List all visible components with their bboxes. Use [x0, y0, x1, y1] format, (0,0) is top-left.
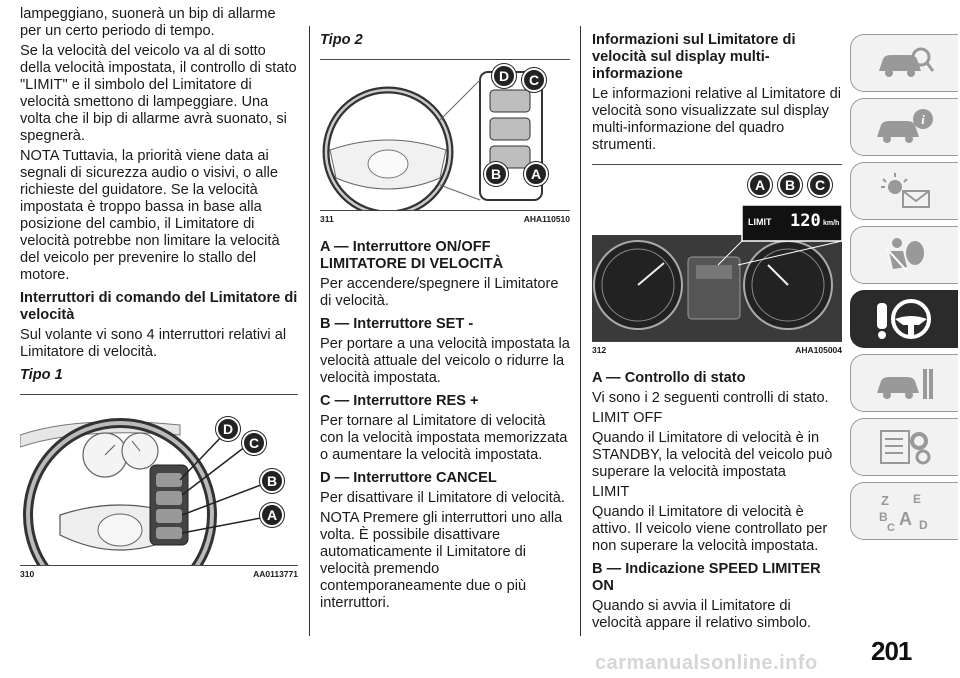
subheading-tipo-2: Tipo 2 [320, 32, 363, 48]
svg-text:i: i [921, 112, 925, 127]
figure-number: 310 [20, 569, 35, 579]
chapter-navigation: i [850, 34, 960, 546]
note-paragraph: NOTA Premere gli interruttori uno alla v… [320, 510, 563, 611]
callout-c: C [808, 173, 832, 197]
car-tools-icon [876, 369, 933, 399]
car-search-icon [878, 47, 934, 77]
column-divider [580, 26, 581, 636]
column-divider [309, 26, 310, 636]
callout-b: B [260, 469, 284, 493]
figure-code: AHA110510 [523, 214, 570, 224]
callout-b: B [778, 173, 802, 197]
figure-code: AA0113771 [253, 569, 298, 579]
figure-311: D C B A [320, 59, 570, 211]
nav-tab-warning-lights[interactable] [850, 162, 958, 220]
figure-310: D C B A [20, 394, 298, 566]
figure-caption: 310 AA0113771 [20, 566, 298, 580]
section-heading: Interruttori di comando del Limitatore d… [20, 290, 298, 323]
checklist-gears-icon [879, 430, 930, 465]
warning-light-message-icon [880, 173, 930, 208]
nav-tab-starting-driving[interactable] [850, 290, 958, 348]
column-1: lampeggiano, suonerà un bip di allarme p… [20, 0, 298, 580]
paragraph: Quando si avvia il Limitatore di velocit… [592, 598, 812, 631]
nav-tab-vehicle-search[interactable] [850, 34, 958, 92]
callout-a: A [524, 162, 548, 186]
section-heading: Informazioni sul Limitatore di velocità … [592, 32, 796, 82]
airbag-seatbelt-icon [885, 238, 924, 272]
figure-312: LIMIT 120 km/h A B C [592, 164, 842, 342]
instrument-cluster-illustration [592, 204, 842, 341]
key-steering-wheel-icon [876, 299, 931, 339]
car-info-icon: i [876, 109, 933, 143]
callout-d: D [216, 417, 240, 441]
nav-tab-index[interactable]: Z E B A C D [850, 482, 958, 540]
figure-number: 312 [592, 345, 607, 355]
switch-a-text: Per accendere/spegnere il Limitatore di … [320, 276, 559, 309]
figure-code: AHA105004 [795, 345, 842, 355]
callout-a: A [260, 503, 284, 527]
status-limit: LIMIT [592, 484, 630, 500]
subheading-tipo-1: Tipo 1 [20, 367, 63, 383]
switch-b-heading: B — Interruttore SET - [320, 316, 474, 332]
nav-tab-vehicle-info[interactable]: i [850, 98, 958, 156]
figure-number: 311 [320, 214, 334, 224]
callout-b: B [484, 162, 508, 186]
svg-text:E: E [913, 492, 921, 506]
status-limit-off: LIMIT OFF [592, 410, 663, 426]
svg-text:B: B [879, 510, 888, 524]
paragraph: Quando il Limitatore di velocità è attiv… [592, 504, 828, 554]
switch-c-text: Per tornare al Limitatore di velocità co… [320, 413, 568, 463]
callout-c: C [522, 68, 546, 92]
alphabet-index-icon: Z E B A C D [879, 492, 928, 533]
status-heading: A — Controllo di stato [592, 370, 746, 386]
svg-text:D: D [919, 518, 928, 532]
note-paragraph: NOTA Tuttavia, la priorità viene data ai… [20, 148, 280, 283]
paragraph: Vi sono i 2 seguenti controlli di stato. [592, 390, 829, 406]
display-speed: 120 [790, 211, 821, 231]
svg-text:C: C [887, 522, 895, 533]
paragraph: Le informazioni relative al Limitatore d… [592, 86, 842, 153]
figure-caption: 311 AHA110510 [320, 211, 570, 225]
display-limit-label: LIMIT [748, 217, 772, 227]
column-2: Tipo 2 D C B A 311 AHA110510 A — Interru… [320, 0, 570, 615]
switch-c-heading: C — Interruttore RES + [320, 393, 479, 409]
indicator-heading: B — Indicazione SPEED LIMITER ON [592, 561, 821, 594]
steering-wheel-illustration-1 [20, 418, 267, 565]
paragraph: Sul volante vi sono 4 interruttori relat… [20, 327, 287, 360]
display-unit: km/h [823, 220, 840, 227]
switch-a-heading: A — Interruttore ON/OFF LIMITATORE DI VE… [320, 239, 504, 272]
nav-tab-maintenance[interactable] [850, 418, 958, 476]
nav-tab-emergency[interactable] [850, 354, 958, 412]
watermark: carmanualsonline.info [595, 652, 818, 674]
switch-d-text: Per disattivare il Limitatore di velocit… [320, 490, 565, 506]
switch-d-heading: D — Interruttore CANCEL [320, 470, 497, 486]
page-number: 201 [871, 636, 912, 666]
nav-tab-safety[interactable] [850, 226, 958, 284]
svg-text:Z: Z [881, 493, 889, 508]
switch-b-text: Per portare a una velocità impostata la … [320, 336, 570, 386]
paragraph: Se la velocità del veicolo va al di sott… [20, 43, 297, 144]
figure-caption: 312 AHA105004 [592, 342, 842, 356]
callout-a: A [748, 173, 772, 197]
svg-text:A: A [899, 509, 912, 529]
column-3: Informazioni sul Limitatore di velocità … [592, 0, 842, 635]
callout-d: D [492, 64, 516, 88]
paragraph: lampeggiano, suonerà un bip di allarme p… [20, 6, 276, 39]
callout-c: C [242, 431, 266, 455]
paragraph: Quando il Limitatore di velocità è in ST… [592, 430, 833, 480]
